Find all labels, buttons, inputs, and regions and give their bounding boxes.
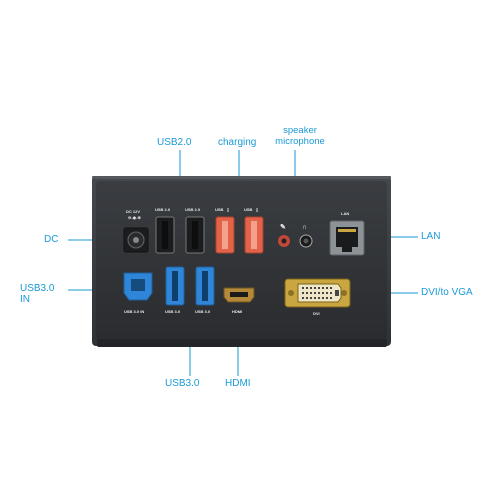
speaker-jack: ∩ (299, 224, 313, 248)
dvi-vga-callout: DVI/to VGA (421, 287, 473, 298)
usb30-in-callout-line1: USB3.0 (20, 283, 55, 294)
usb30-a-label: USB 3.0 (165, 309, 181, 314)
usb2-callout: USB2.0 (157, 137, 192, 148)
svg-text:▯: ▯ (227, 207, 229, 212)
charge-b-label: USB (244, 207, 253, 212)
usb30-in-label: USB 3.0 IN (124, 309, 144, 314)
hdmi-port-label: HDMI (232, 309, 242, 314)
lan-port-label: LAN (341, 211, 349, 216)
lan-callout: LAN (421, 231, 441, 242)
usb30-b-label: USB 3.0 (195, 309, 211, 314)
charging-port-b: USB ▯ (244, 207, 264, 254)
lan-port: LAN (329, 211, 365, 256)
device-body (92, 176, 391, 347)
hdmi-callout: HDMI (225, 378, 251, 389)
microphone-callout: microphone (275, 136, 325, 147)
svg-text:∩: ∩ (302, 224, 307, 231)
usb30-in-callout: USB3.0 IN (20, 283, 54, 305)
usb2-b-label: USB 2.0 (185, 207, 201, 212)
speaker-microphone-callout: speaker microphone (268, 125, 332, 147)
charge-a-label: USB (215, 207, 224, 212)
usb30-callout: USB3.0 (165, 378, 200, 389)
dvi-port: DVI (284, 278, 351, 316)
hdmi-port: HDMI (223, 287, 255, 314)
usb2-port-b: USB 2.0 (185, 207, 205, 254)
usb30-in-callout-line2: IN (20, 294, 30, 305)
dvi-port-label: DVI (313, 311, 320, 316)
dc-port-label: DC 12V (126, 209, 140, 214)
usb30-in-port: USB 3.0 IN (123, 272, 153, 314)
dc-jack: DC 12V ⊖-◉-⊕ (123, 209, 149, 253)
speaker-callout: speaker (283, 125, 317, 136)
usb30-port-b: USB 3.0 (195, 266, 215, 314)
usb2-a-label: USB 2.0 (155, 207, 171, 212)
charging-callout: charging (218, 137, 257, 148)
usb2-port-a: USB 2.0 (155, 207, 175, 254)
dc-callout: DC (44, 234, 59, 245)
usb30-port-a: USB 3.0 (165, 266, 185, 314)
microphone-jack: ✎ (278, 223, 290, 247)
charging-port-a: USB ▯ (215, 207, 235, 254)
svg-text:▯: ▯ (256, 207, 258, 212)
svg-text:⊖-◉-⊕: ⊖-◉-⊕ (128, 215, 142, 220)
svg-text:✎: ✎ (280, 223, 286, 231)
